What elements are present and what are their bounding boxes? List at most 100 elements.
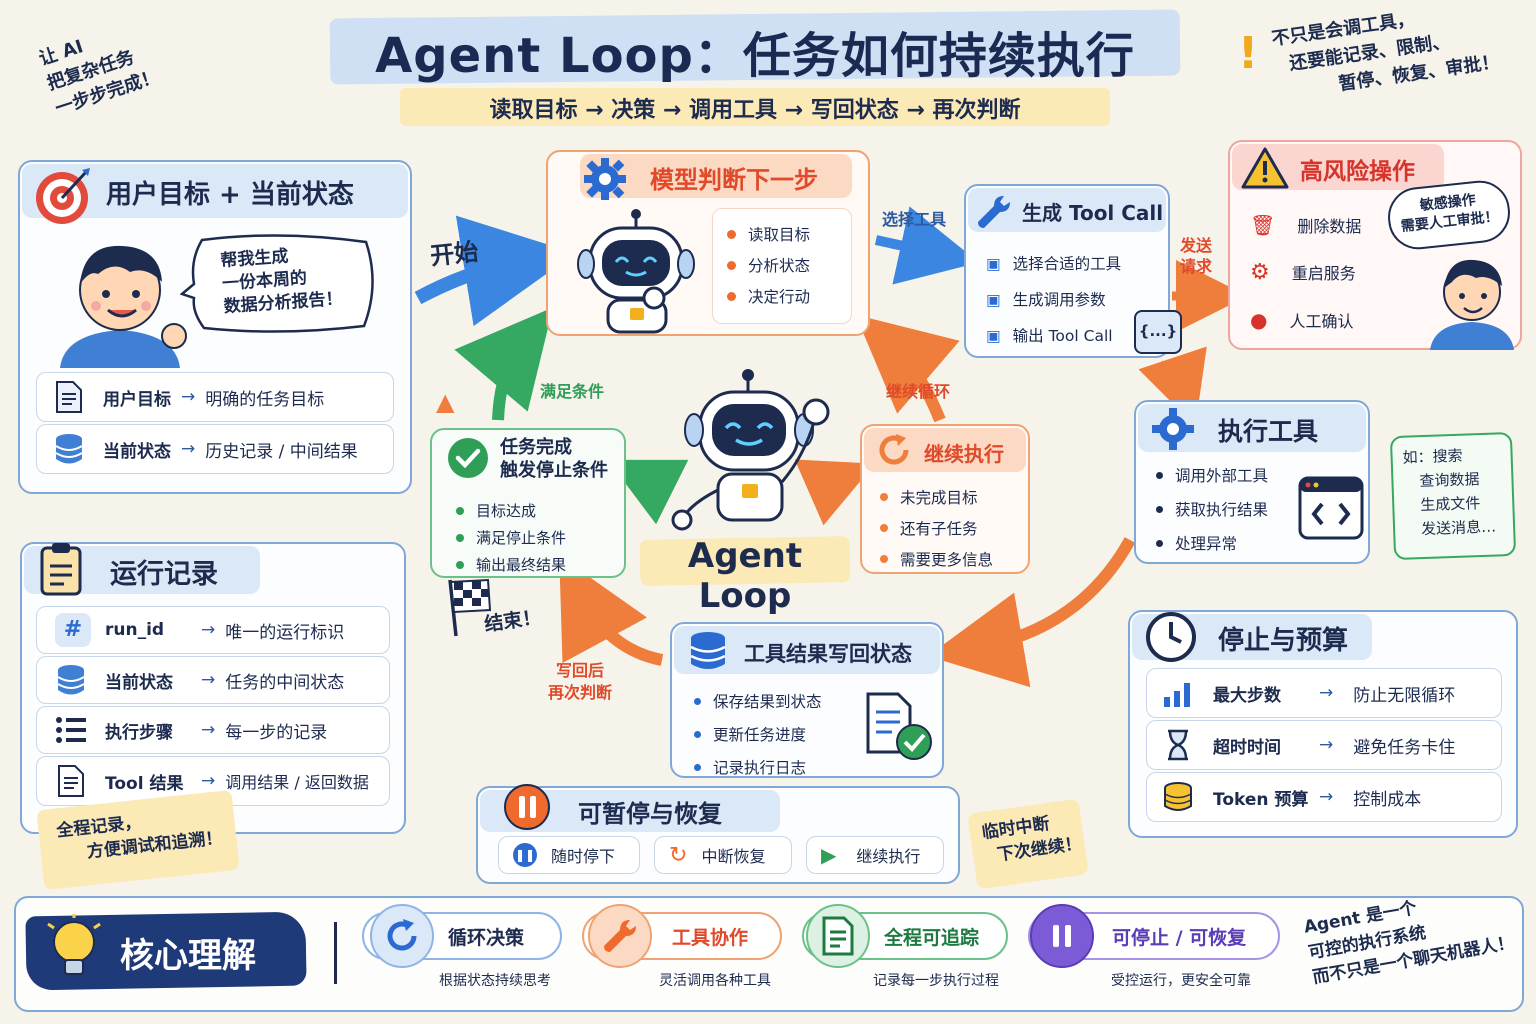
budget-row-timeout: 超时时间→避免任务卡住 [1146,720,1502,770]
pause-icon [1030,904,1094,968]
toolcall-card-title: 生成 Tool Call [1022,201,1164,225]
pause-card-title: 可暂停与恢复 [578,800,722,828]
loop-icon [370,904,434,968]
gear-icon: ⚙ [1250,260,1270,285]
writeback-item: 更新任务进度 [694,723,822,745]
budget-card-title: 停止与预算 [1218,626,1349,656]
send-request-label: 发送请求 [1180,236,1213,276]
target-icon [36,168,90,224]
code-window-icon [1298,476,1364,540]
model-card-title: 模型判断下一步 [650,166,818,194]
party-icon: ▲ [436,388,455,416]
database-icon [55,434,83,464]
done-list: 目标达成 满足停止条件 输出最终结果 [456,500,566,584]
model-item: 读取目标 [727,223,851,245]
gear-icon [1152,408,1194,450]
refresh-icon: ↻ [669,842,688,868]
exec-example-note: 如：搜索查询数据生成文件发送消息… [1389,431,1517,561]
exclamation-icon: ! [1238,28,1259,79]
document-icon [56,381,82,413]
arrow-select-tool [874,206,980,285]
pause-button-continue[interactable]: ▶继续执行 [806,836,944,874]
bar-chart-icon [1164,683,1190,707]
arrow-start [414,215,576,327]
wrench-icon [978,196,1010,228]
writeback-card-title: 工具结果写回状态 [744,642,912,666]
pause-small-icon: ❚❚ [513,843,537,867]
risk-item-confirm: ●人工确认 [1250,308,1354,332]
user-avatar [60,245,187,368]
goal-speech-bubble-shape [180,234,374,333]
pause-icon [504,784,550,830]
pause-button-stop[interactable]: ❚❚随时停下 [498,836,640,874]
arrow-to-exec [1138,346,1207,427]
risk-list: 🗑删除数据 ⚙重启服务 ●人工确认 [1250,202,1361,345]
arrow-exec-to-writeback [927,537,1136,688]
database-icon [57,665,85,695]
rejudge-label: 写回后再次判断 [548,661,613,702]
continue-card-title: 继续执行 [924,442,1004,466]
toolcall-item: ▣输出 Tool Call [986,327,1113,345]
exec-card-title: 执行工具 [1218,417,1319,446]
writeback-item: 记录执行日志 [694,756,822,778]
goal-row-user-goal: 用户目标→明确的任务目标 [36,372,394,422]
pause-button-resume[interactable]: ↻中断恢复 [654,836,792,874]
thinking-robot [577,209,695,334]
continue-item: 需要更多信息 [880,548,993,570]
risk-card-title: 高风险操作 [1300,159,1415,185]
goal-card-title: 用户目标 + 当前状态 [106,180,354,210]
done-item: 满足停止条件 [456,527,566,548]
satisfy-label: 满足条件 [540,382,605,401]
page-subtitle: 读取目标 → 决策 → 调用工具 → 写回状态 → 再次判断 [489,98,1021,123]
continue-item: 未完成目标 [880,486,993,508]
writeback-list: 保存结果到状态 更新任务进度 记录执行日志 [694,690,822,787]
exec-list: 调用外部工具 获取执行结果 处理异常 [1156,464,1268,563]
model-item: 分析状态 [727,254,851,276]
select-tool-label: 选择工具 [882,210,947,229]
hourglass-icon [1168,729,1188,761]
continue-loop-label: 继续循环 [886,382,951,401]
budget-row-max-steps: 最大步数→防止无限循环 [1146,668,1502,718]
arrow-satisfy [454,307,553,421]
goal-speech-text: 帮我生成一份本周的数据分析报告！ [219,246,344,317]
core-item-tools-sub: 灵活调用各种工具 [659,973,771,989]
arrow-center-to-continue [794,459,875,526]
toolcall-item: ▣生成调用参数 [986,291,1106,309]
core-item-control-sub: 受控运行，更安全可靠 [1111,973,1251,989]
document-icon [806,904,870,968]
writeback-item: 保存结果到状态 [694,690,822,712]
risk-item-restart: ⚙重启服务 [1250,260,1356,285]
done-item: 目标达成 [456,500,566,521]
page-title: Agent Loop：任务如何持续执行 [375,28,1135,84]
log-card-title: 运行记录 [110,559,218,590]
document-icon [58,765,84,797]
subtitle-banner [400,88,1110,126]
center-label: Agent Loop [687,536,803,616]
exec-item: 调用外部工具 [1156,464,1268,486]
log-row-state: 当前状态→任务的中间状态 [36,656,390,704]
refresh-icon [879,434,909,465]
goal-row-current-state: 当前状态→历史记录 / 中间结果 [36,424,394,474]
list-icon [56,717,86,743]
database-icon [690,632,726,669]
core-item-loop-sub: 根据状态持续思考 [439,973,551,989]
model-item: 决定行动 [727,285,851,307]
wrench-icon [588,904,652,968]
model-card-list: 读取目标 分析状态 决定行动 [712,208,852,324]
center-robot [671,369,830,531]
continue-list: 未完成目标 还有子任务 需要更多信息 [880,486,993,579]
core-divider [334,922,337,984]
arrow-continue-loop [855,314,960,423]
continue-card-header [864,428,1026,472]
warning-icon [1241,147,1289,189]
clipboard-icon [40,543,82,596]
hash-icon: # [55,613,91,647]
log-row-run-id: # run_id→唯一的运行标识 [36,606,390,654]
clock-icon [1146,612,1196,662]
start-label: 开始 [428,237,480,271]
play-icon: ▶ [821,843,837,867]
toolcall-badge: {...} [1134,310,1182,354]
reviewer-avatar [1430,259,1514,350]
core-title: 核心理解 [120,936,256,976]
